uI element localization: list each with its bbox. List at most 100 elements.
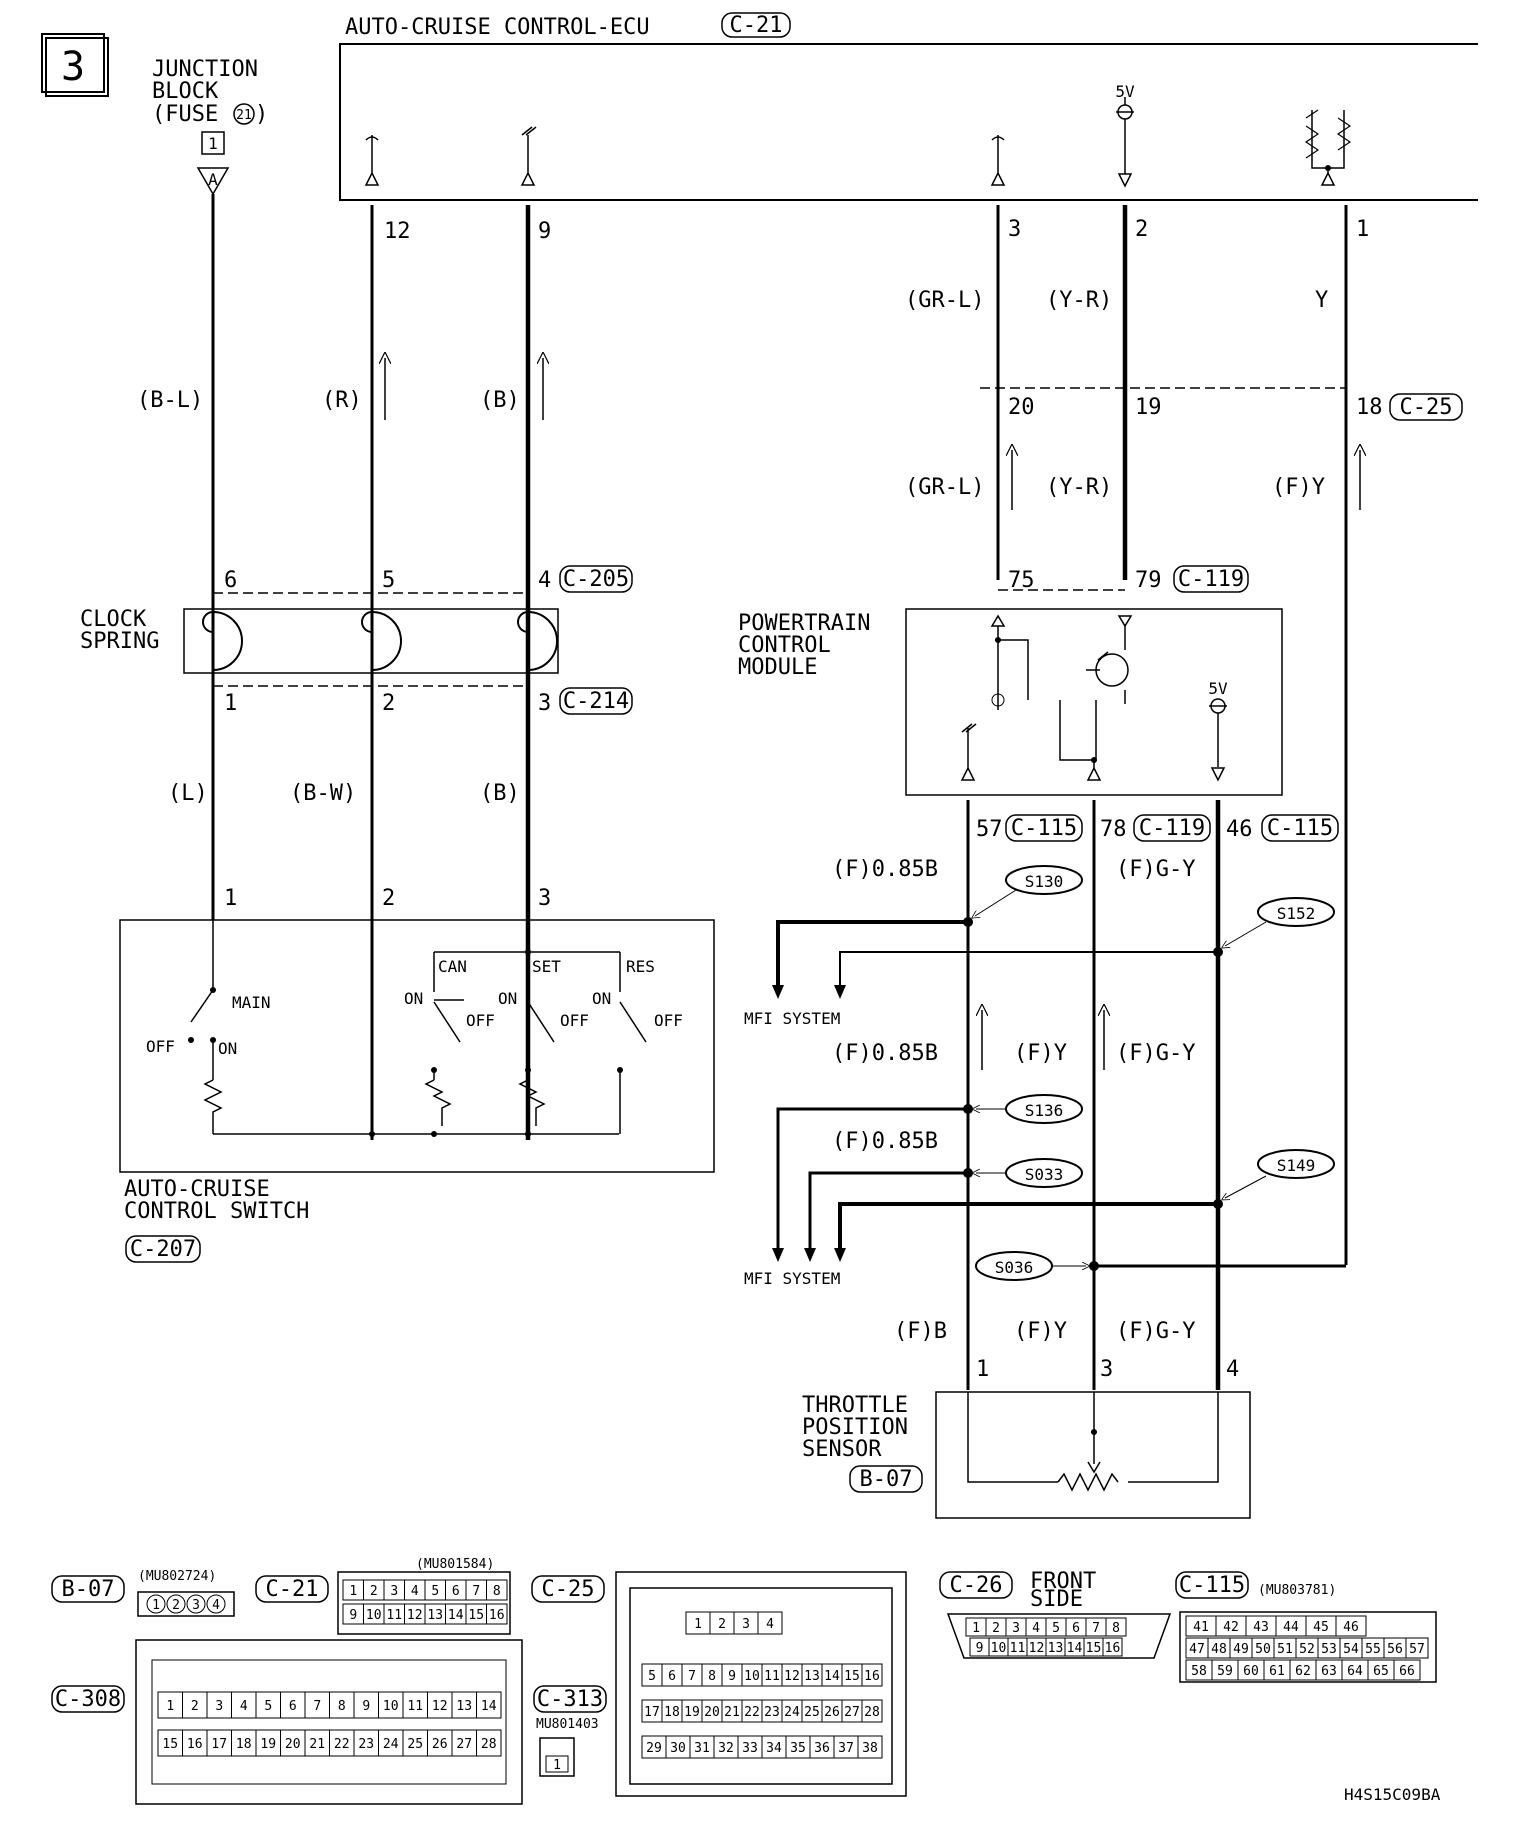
c25-connector-pins: 20 19 18 C-25 (GR-L) (Y-R) (F)Y [905,393,1463,510]
svg-text:MAIN: MAIN [232,993,271,1012]
pin-number: 19 [684,1705,700,1720]
svg-text:(MU803781): (MU803781) [1258,1583,1336,1598]
pin-number: 10 [383,1699,399,1714]
pin-number: 13 [427,1608,443,1623]
svg-text:ON: ON [498,989,517,1008]
pin-number: 13 [804,1669,820,1684]
svg-text:): ) [255,102,268,127]
pin-number: 1 [972,1621,980,1636]
svg-text:THROTTLE: THROTTLE [802,1393,908,1418]
pin-number: 7 [1092,1621,1100,1636]
pin-number: 12 [407,1608,423,1623]
pin-number: 33 [742,1741,758,1756]
junction-block: JUNCTION BLOCK (FUSE 21 ) 1 A [152,57,268,196]
page-number-box: 3 [41,33,109,97]
pin-number: 25 [804,1705,820,1720]
svg-text:B-07: B-07 [62,1577,115,1602]
pin-number: 32 [718,1741,734,1756]
pin-number: 12 [784,1669,800,1684]
pin-number: 6 [289,1699,297,1714]
pin-number: 22 [744,1705,760,1720]
pin-cell [1393,1659,1421,1681]
svg-text:(GR-L): (GR-L) [905,288,984,313]
svg-text:(FUSE: (FUSE [152,102,218,127]
switch-contacts [369,999,647,1137]
pin-number: 8 [493,1584,501,1599]
pin-number: 66 [1399,1664,1415,1679]
pin-number: 42 [1223,1620,1239,1635]
svg-text:ON: ON [404,989,423,1008]
pin-number: 7 [688,1669,696,1684]
pin-number: 23 [764,1705,780,1720]
pin-number: 3 [390,1584,398,1599]
svg-text:(F)0.85B: (F)0.85B [832,1129,938,1154]
svg-text:C-308: C-308 [55,1687,121,1712]
c205-connector-pins: 6 5 4 C-205 [224,565,633,593]
pin-number: 7 [313,1699,321,1714]
svg-text:C-205: C-205 [563,567,629,592]
pin-number: 36 [814,1741,830,1756]
svg-text:(B): (B) [480,781,520,806]
svg-text:C-214: C-214 [563,689,629,714]
svg-text:6: 6 [224,568,237,593]
svg-text:MODULE: MODULE [738,655,817,680]
pin-number: 4 [240,1699,248,1714]
pin-number: 15 [844,1669,860,1684]
pin-number: 1 [694,1617,702,1632]
svg-text:3: 3 [1008,217,1021,242]
pin-number: 19 [260,1737,276,1752]
pcm-output-pins: 57 C-115 78 C-119 46 C-115 [976,814,1339,842]
pin-number: 13 [1048,1641,1064,1656]
svg-text:(Y-R): (Y-R) [1046,475,1112,500]
svg-text:CONTROL: CONTROL [738,633,831,658]
pin-number: 60 [1243,1664,1259,1679]
svg-text:(F)G-Y: (F)G-Y [1116,857,1195,882]
ecu-connector: C-21 [730,13,783,38]
svg-text:1: 1 [152,1598,160,1613]
pin-number: 17 [644,1705,660,1720]
pin-number: 31 [694,1741,710,1756]
pin-cell [486,1603,508,1625]
svg-text:BLOCK: BLOCK [152,79,219,104]
pin-number: 63 [1321,1664,1337,1679]
pin-number: 18 [236,1737,252,1752]
pin-number: 15 [1086,1641,1102,1656]
pin-number: 11 [764,1669,780,1684]
lower-wire-labels: (L) (B-W) (B) [168,781,520,806]
pin-number: 61 [1269,1664,1285,1679]
svg-text:SET: SET [532,957,561,976]
pin-cell [476,1691,502,1719]
pin-number: 35 [790,1741,806,1756]
svg-text:AUTO-CRUISE: AUTO-CRUISE [124,1177,270,1202]
splice-s152: S152 [1277,904,1316,923]
pin-number: 4 [411,1584,419,1599]
page-number: 3 [61,44,85,90]
pin-cell [1405,1637,1429,1659]
svg-text:4: 4 [212,1598,220,1613]
svg-text:(B): (B) [480,388,520,413]
pin-number: 58 [1191,1664,1207,1679]
pin-cell [857,1735,883,1759]
pin-number: 6 [452,1584,460,1599]
pin-number: 46 [1343,1620,1359,1635]
pin-number: 52 [1299,1642,1315,1657]
pin-number: 24 [784,1705,800,1720]
svg-text:4: 4 [1226,1357,1239,1382]
svg-text:(GR-L): (GR-L) [905,475,984,500]
pin-number: 6 [1072,1621,1080,1636]
svg-text:(F)B: (F)B [894,1319,947,1344]
svg-text:1: 1 [224,886,237,911]
svg-text:(F)Y: (F)Y [1272,475,1325,500]
pin-number: 20 [285,1737,301,1752]
pin-number: 16 [864,1669,880,1684]
pin-number: 59 [1217,1664,1233,1679]
pin-number: 12 [432,1699,448,1714]
ecu-title: AUTO-CRUISE CONTROL-ECU [345,15,650,40]
splice-s136: S136 [1025,1101,1064,1120]
pin-number: 22 [334,1737,350,1752]
svg-text:(F)G-Y: (F)G-Y [1116,1319,1195,1344]
pin-number: 27 [456,1737,472,1752]
pin-number: 9 [728,1669,736,1684]
pin-number: 5 [264,1699,272,1714]
